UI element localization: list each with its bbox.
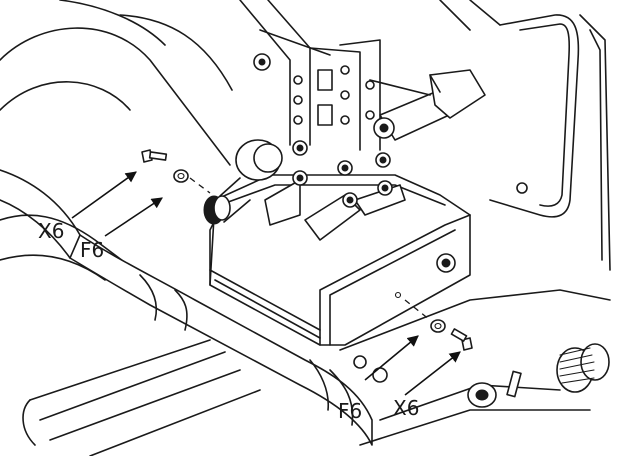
mast-bracket: [239, 0, 381, 151]
label-x6-left: X6: [38, 219, 64, 243]
right-hardware: [404, 299, 473, 351]
label-f6-left: F6: [80, 238, 104, 262]
frame-outline: [0, 0, 233, 331]
bottom-right-hardware: [467, 343, 610, 408]
label-x6-right: X6: [393, 396, 419, 420]
lever-arm: [259, 29, 486, 141]
leader-arrows: [71, 171, 461, 396]
pivot-bracket: [209, 140, 471, 346]
pivot-axle: [203, 139, 283, 225]
right-housing: [439, 0, 611, 271]
front-tube: [0, 169, 373, 446]
label-f6-right: F6: [338, 399, 362, 423]
base-frame: [22, 289, 611, 456]
left-hardware: [141, 149, 211, 194]
